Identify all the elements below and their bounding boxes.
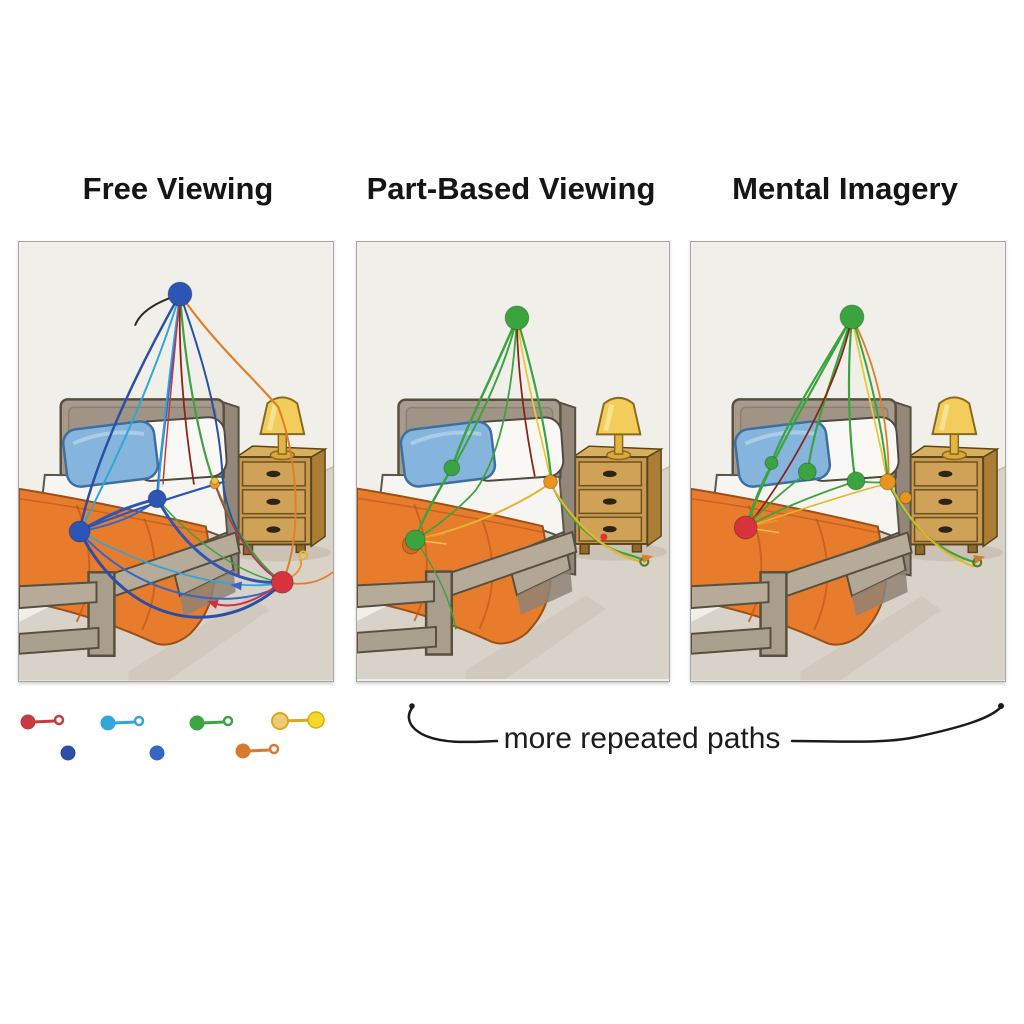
legend [20, 711, 325, 761]
annotation-more-repeated-paths: more repeated paths [503, 722, 781, 755]
panel-mental-imagery [690, 241, 1006, 682]
scanpath-overlay [401, 305, 654, 630]
panel-free-viewing [18, 241, 334, 682]
annotation-arrows [407, 703, 1004, 744]
legend-glyph-dot [60, 745, 76, 761]
legend-glyph-dot-hook [235, 743, 280, 759]
legend-glyph-dot-hook [20, 714, 65, 730]
scanpath-overlay [68, 281, 333, 619]
legend-glyph-dot-hook [100, 715, 145, 731]
panel-title-mental-imagery: Mental Imagery [732, 171, 958, 206]
panel-title-part-based-viewing: Part-Based Viewing [366, 171, 656, 206]
legend-glyph-dot-hook [189, 715, 234, 731]
right-swoosh-arrow [790, 703, 1004, 743]
legend-glyph-dot [149, 745, 165, 761]
bedroom-scene [19, 242, 333, 681]
panel-part-based-viewing [356, 241, 670, 682]
scanpath-overlay [733, 304, 986, 568]
bedroom-scene [357, 242, 669, 681]
left-swoosh-arrow [407, 703, 499, 744]
panel-title-free-viewing: Free Viewing [82, 171, 274, 206]
bedroom-scene [691, 242, 1005, 681]
legend-glyph-dot-dot [271, 711, 325, 730]
